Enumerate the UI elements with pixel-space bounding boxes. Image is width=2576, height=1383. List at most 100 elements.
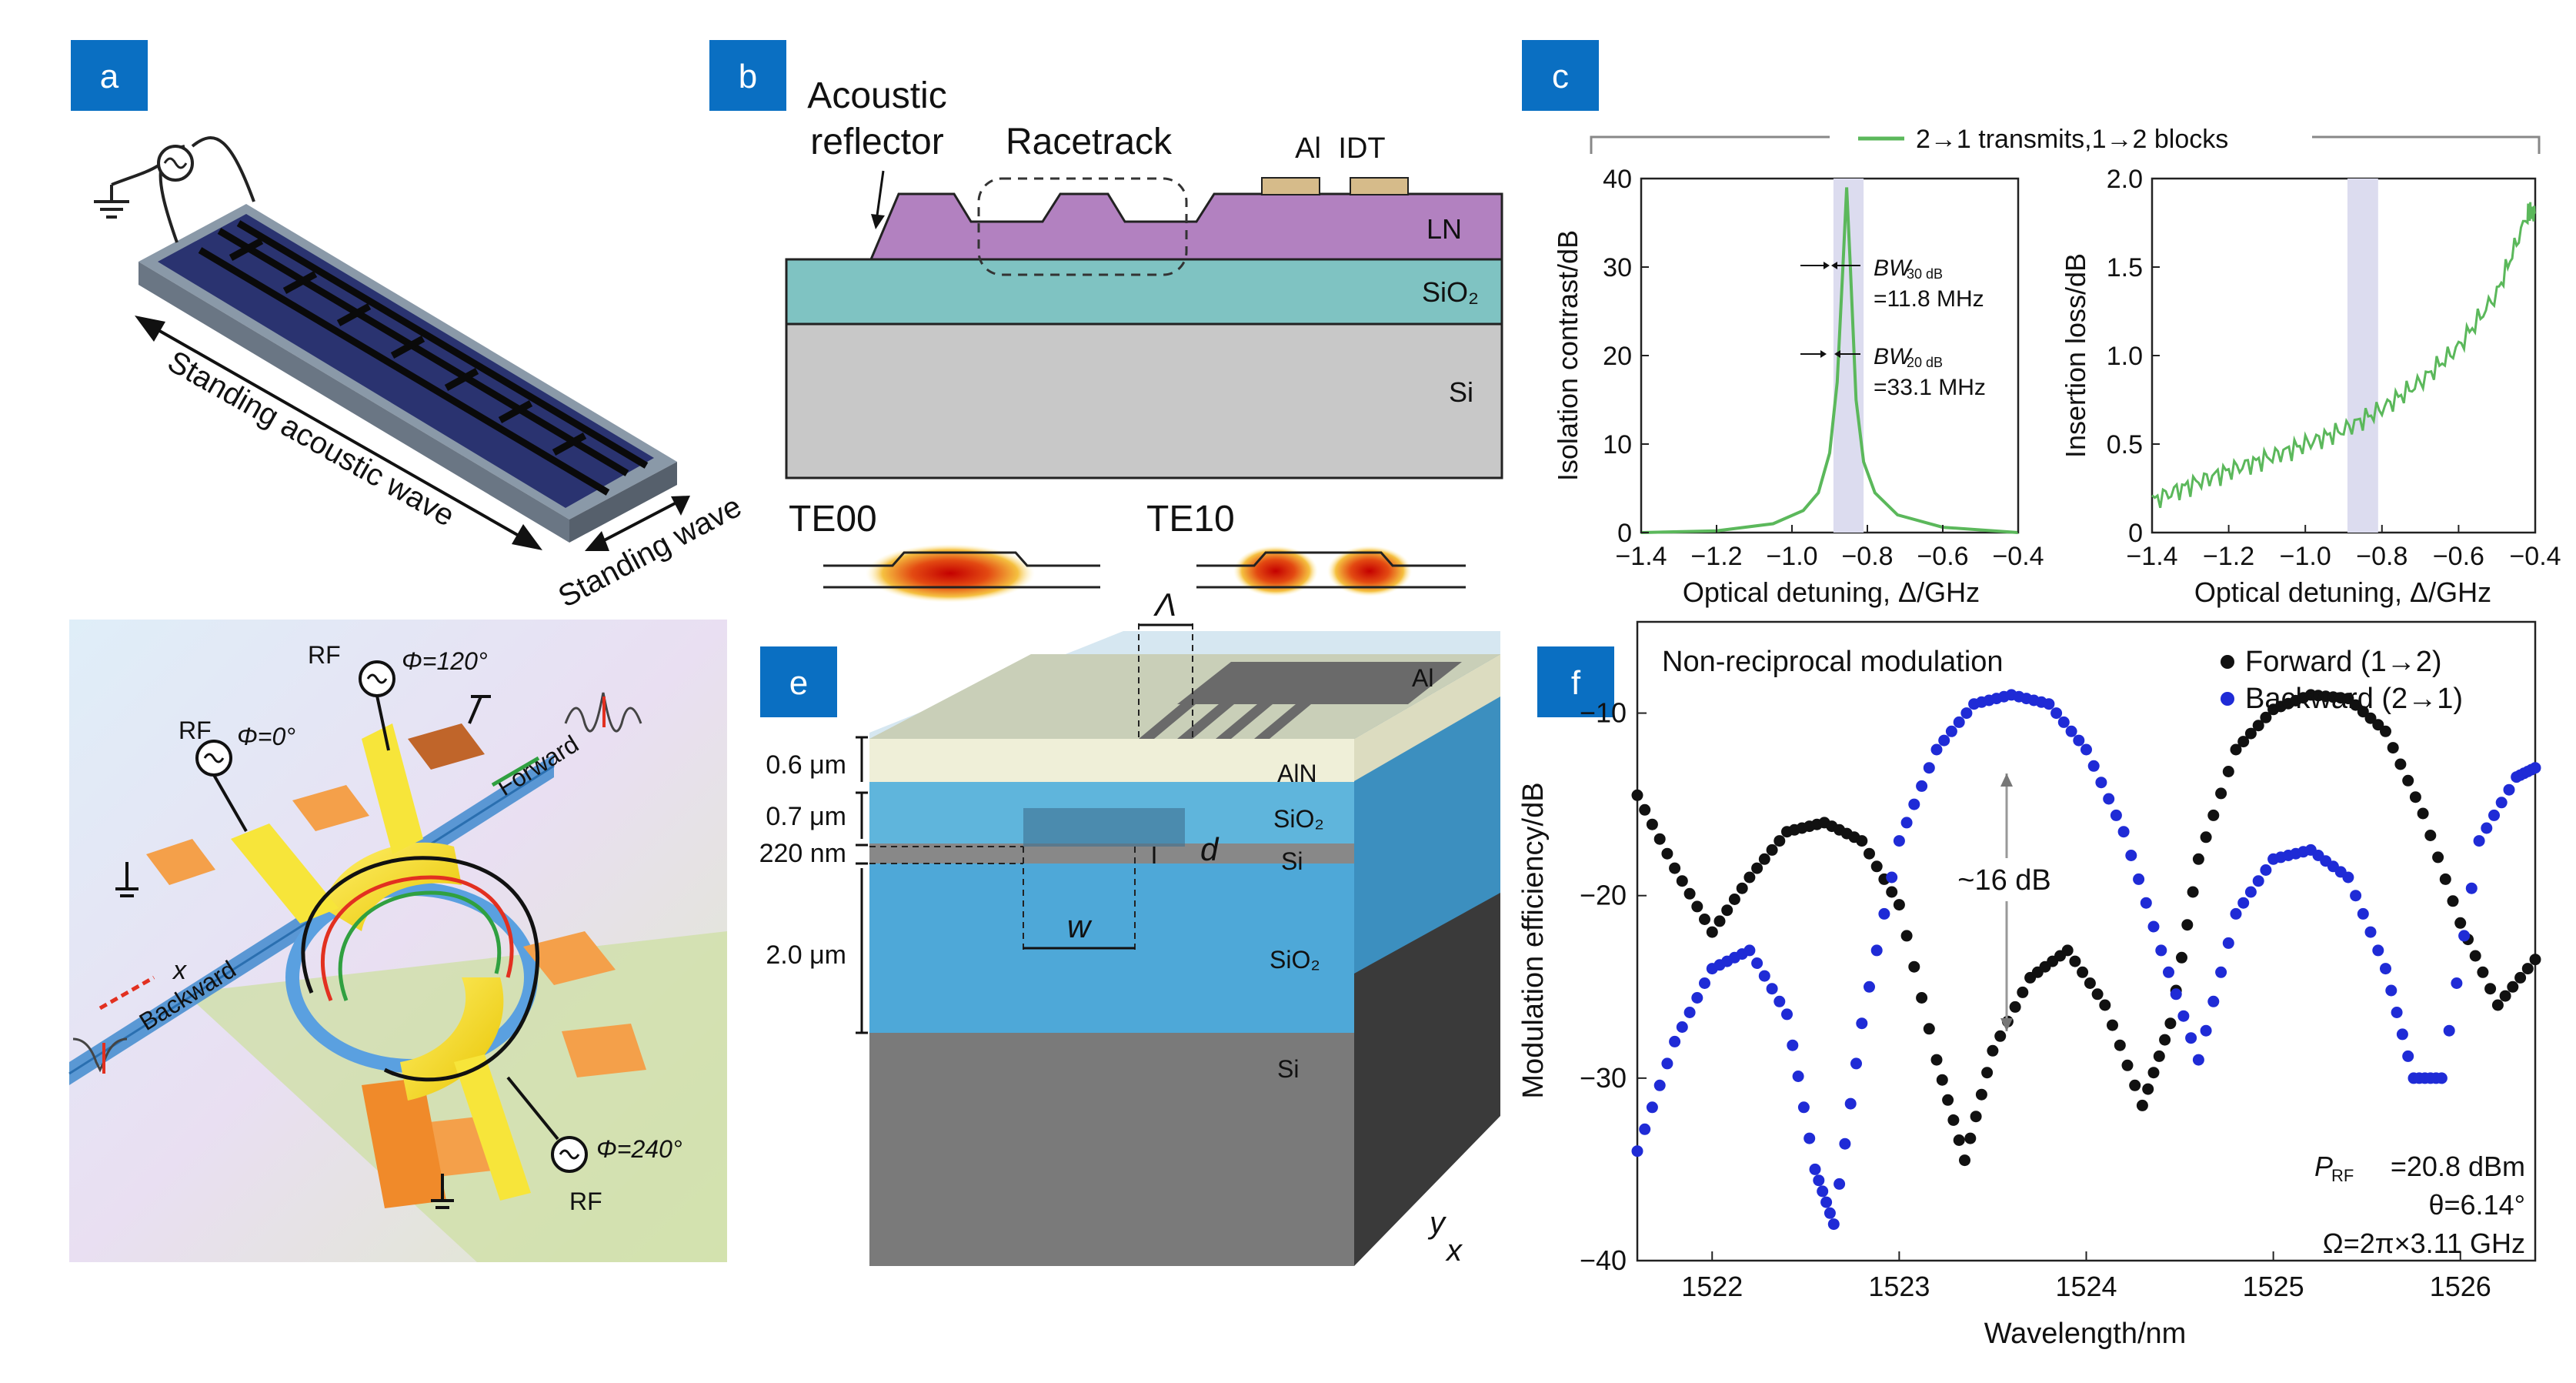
reflector-arrowhead bbox=[871, 214, 885, 229]
forward-point bbox=[2260, 711, 2272, 723]
insertion-loss-curve bbox=[2151, 202, 2536, 509]
forward-point bbox=[1631, 789, 1643, 801]
yellow-electrode-right bbox=[400, 977, 504, 1101]
forward-point bbox=[1959, 1154, 1970, 1167]
al-label: Al bbox=[1412, 664, 1433, 692]
forward-point bbox=[1639, 803, 1651, 816]
x-tick-label: −0.8 bbox=[2356, 542, 2407, 571]
ln-label: LN bbox=[1426, 213, 1462, 245]
isolation-curve bbox=[1640, 187, 2019, 534]
forward-point bbox=[2091, 988, 2104, 1001]
red-arc bbox=[320, 875, 514, 1001]
forward-spectrum-icon bbox=[564, 692, 642, 733]
backward-point bbox=[1804, 1132, 1816, 1144]
backward-point bbox=[2185, 1032, 2197, 1044]
x-tick-label: 1524 bbox=[2055, 1271, 2117, 1302]
backward-point bbox=[2252, 875, 2264, 887]
backward-point bbox=[2465, 882, 2478, 894]
sio2-layer bbox=[785, 258, 1503, 326]
backward-point bbox=[1758, 970, 1770, 982]
forward-point bbox=[2439, 873, 2451, 885]
te00-label: TE00 bbox=[789, 499, 877, 540]
x-tick-label: −1.2 bbox=[1690, 542, 1742, 571]
forward-point bbox=[1653, 833, 1666, 845]
backward-point bbox=[1930, 743, 1943, 756]
backward-point bbox=[2125, 850, 2137, 861]
legend-forward: Forward (1→2) bbox=[2245, 646, 2442, 678]
y-tick-label: −10 bbox=[1580, 697, 1627, 729]
backward-point bbox=[2391, 1007, 2403, 1018]
forward-point bbox=[2372, 719, 2384, 731]
backward-point bbox=[2163, 966, 2174, 978]
y-tick-label: 1.0 bbox=[2107, 342, 2143, 371]
electrode-pad-4 bbox=[523, 931, 616, 985]
panel-b-tag bbox=[709, 40, 786, 111]
legend-backward: Backward (2→1) bbox=[2245, 683, 2463, 715]
short-wave-arrow bbox=[585, 496, 690, 551]
sio2-box-label: SiO₂ bbox=[1270, 946, 1320, 974]
forward-point bbox=[2147, 1067, 2160, 1079]
aln-label: AlN bbox=[1277, 760, 1317, 787]
forward-point bbox=[2237, 736, 2250, 748]
forward-point bbox=[1923, 1023, 1935, 1035]
backward-point bbox=[2402, 1050, 2414, 1062]
dashed-guides bbox=[869, 623, 1193, 953]
y-tick-label: −30 bbox=[1580, 1062, 1627, 1094]
si-label: Si bbox=[1449, 376, 1473, 408]
forward-point bbox=[2200, 831, 2212, 843]
racetrack-label: Racetrack bbox=[1006, 122, 1173, 162]
forward-point bbox=[2499, 990, 2511, 1002]
substrate-side bbox=[569, 462, 677, 543]
forward-point bbox=[1774, 835, 1786, 847]
panel-f-tag bbox=[1537, 646, 1614, 717]
forward-point bbox=[2484, 983, 2497, 995]
thickness-sio2: 0.7 μm bbox=[766, 802, 846, 831]
forward-point bbox=[2230, 743, 2242, 756]
forward-point bbox=[1683, 887, 1696, 900]
backward-point bbox=[2372, 944, 2384, 957]
backward-point bbox=[2230, 907, 2242, 920]
y-tick-label: 40 bbox=[1603, 165, 1632, 194]
forward-point bbox=[2069, 955, 2081, 967]
forward-point bbox=[2409, 791, 2421, 803]
backward-point bbox=[1669, 1035, 1681, 1047]
forward-point bbox=[1691, 900, 1703, 913]
x-tick-label: −1.4 bbox=[1615, 542, 1667, 571]
panel-e-label: e bbox=[789, 664, 808, 702]
rf-label-2: RF bbox=[308, 641, 341, 669]
forward-point bbox=[1953, 1134, 1965, 1146]
forward-point bbox=[1981, 1067, 1994, 1079]
backward-point bbox=[1945, 725, 1957, 737]
backward-point bbox=[2117, 826, 2130, 838]
ground-icons bbox=[115, 695, 491, 1209]
backward-point bbox=[1820, 1196, 1833, 1208]
backward-point bbox=[1781, 1008, 1793, 1021]
idt-finger-1 bbox=[1261, 177, 1320, 195]
backward-point bbox=[2155, 944, 2167, 957]
panel-c-legend: 2→1 transmits,1→2 blocks bbox=[1590, 125, 2541, 154]
backward-point bbox=[2200, 1024, 2212, 1037]
forward-point bbox=[2017, 986, 2029, 998]
backward-point bbox=[2073, 734, 2085, 747]
forward-point bbox=[1930, 1054, 1943, 1066]
backward-point bbox=[2215, 966, 2227, 978]
substrate-front bbox=[138, 262, 569, 543]
phi240-label: Φ=240° bbox=[596, 1135, 682, 1163]
aln-layer-front bbox=[869, 739, 1354, 782]
rf-source-120 bbox=[359, 660, 395, 751]
forward-point bbox=[1669, 862, 1681, 874]
yellow-feed-3 bbox=[454, 1054, 531, 1201]
backward-point bbox=[2244, 886, 2257, 898]
forward-point bbox=[2252, 720, 2264, 732]
delta-annotation: ~16 dB bbox=[1943, 773, 2066, 1031]
black-arc bbox=[301, 856, 539, 1082]
si-sub-front bbox=[869, 1033, 1354, 1266]
forward-point bbox=[2521, 963, 2534, 975]
forward-point bbox=[1947, 1114, 1960, 1126]
y-tick-label: 30 bbox=[1603, 253, 1632, 282]
backward-point bbox=[2140, 897, 2152, 909]
x-tick-label: −0.6 bbox=[1917, 542, 1968, 571]
ln-layer bbox=[869, 192, 1503, 261]
